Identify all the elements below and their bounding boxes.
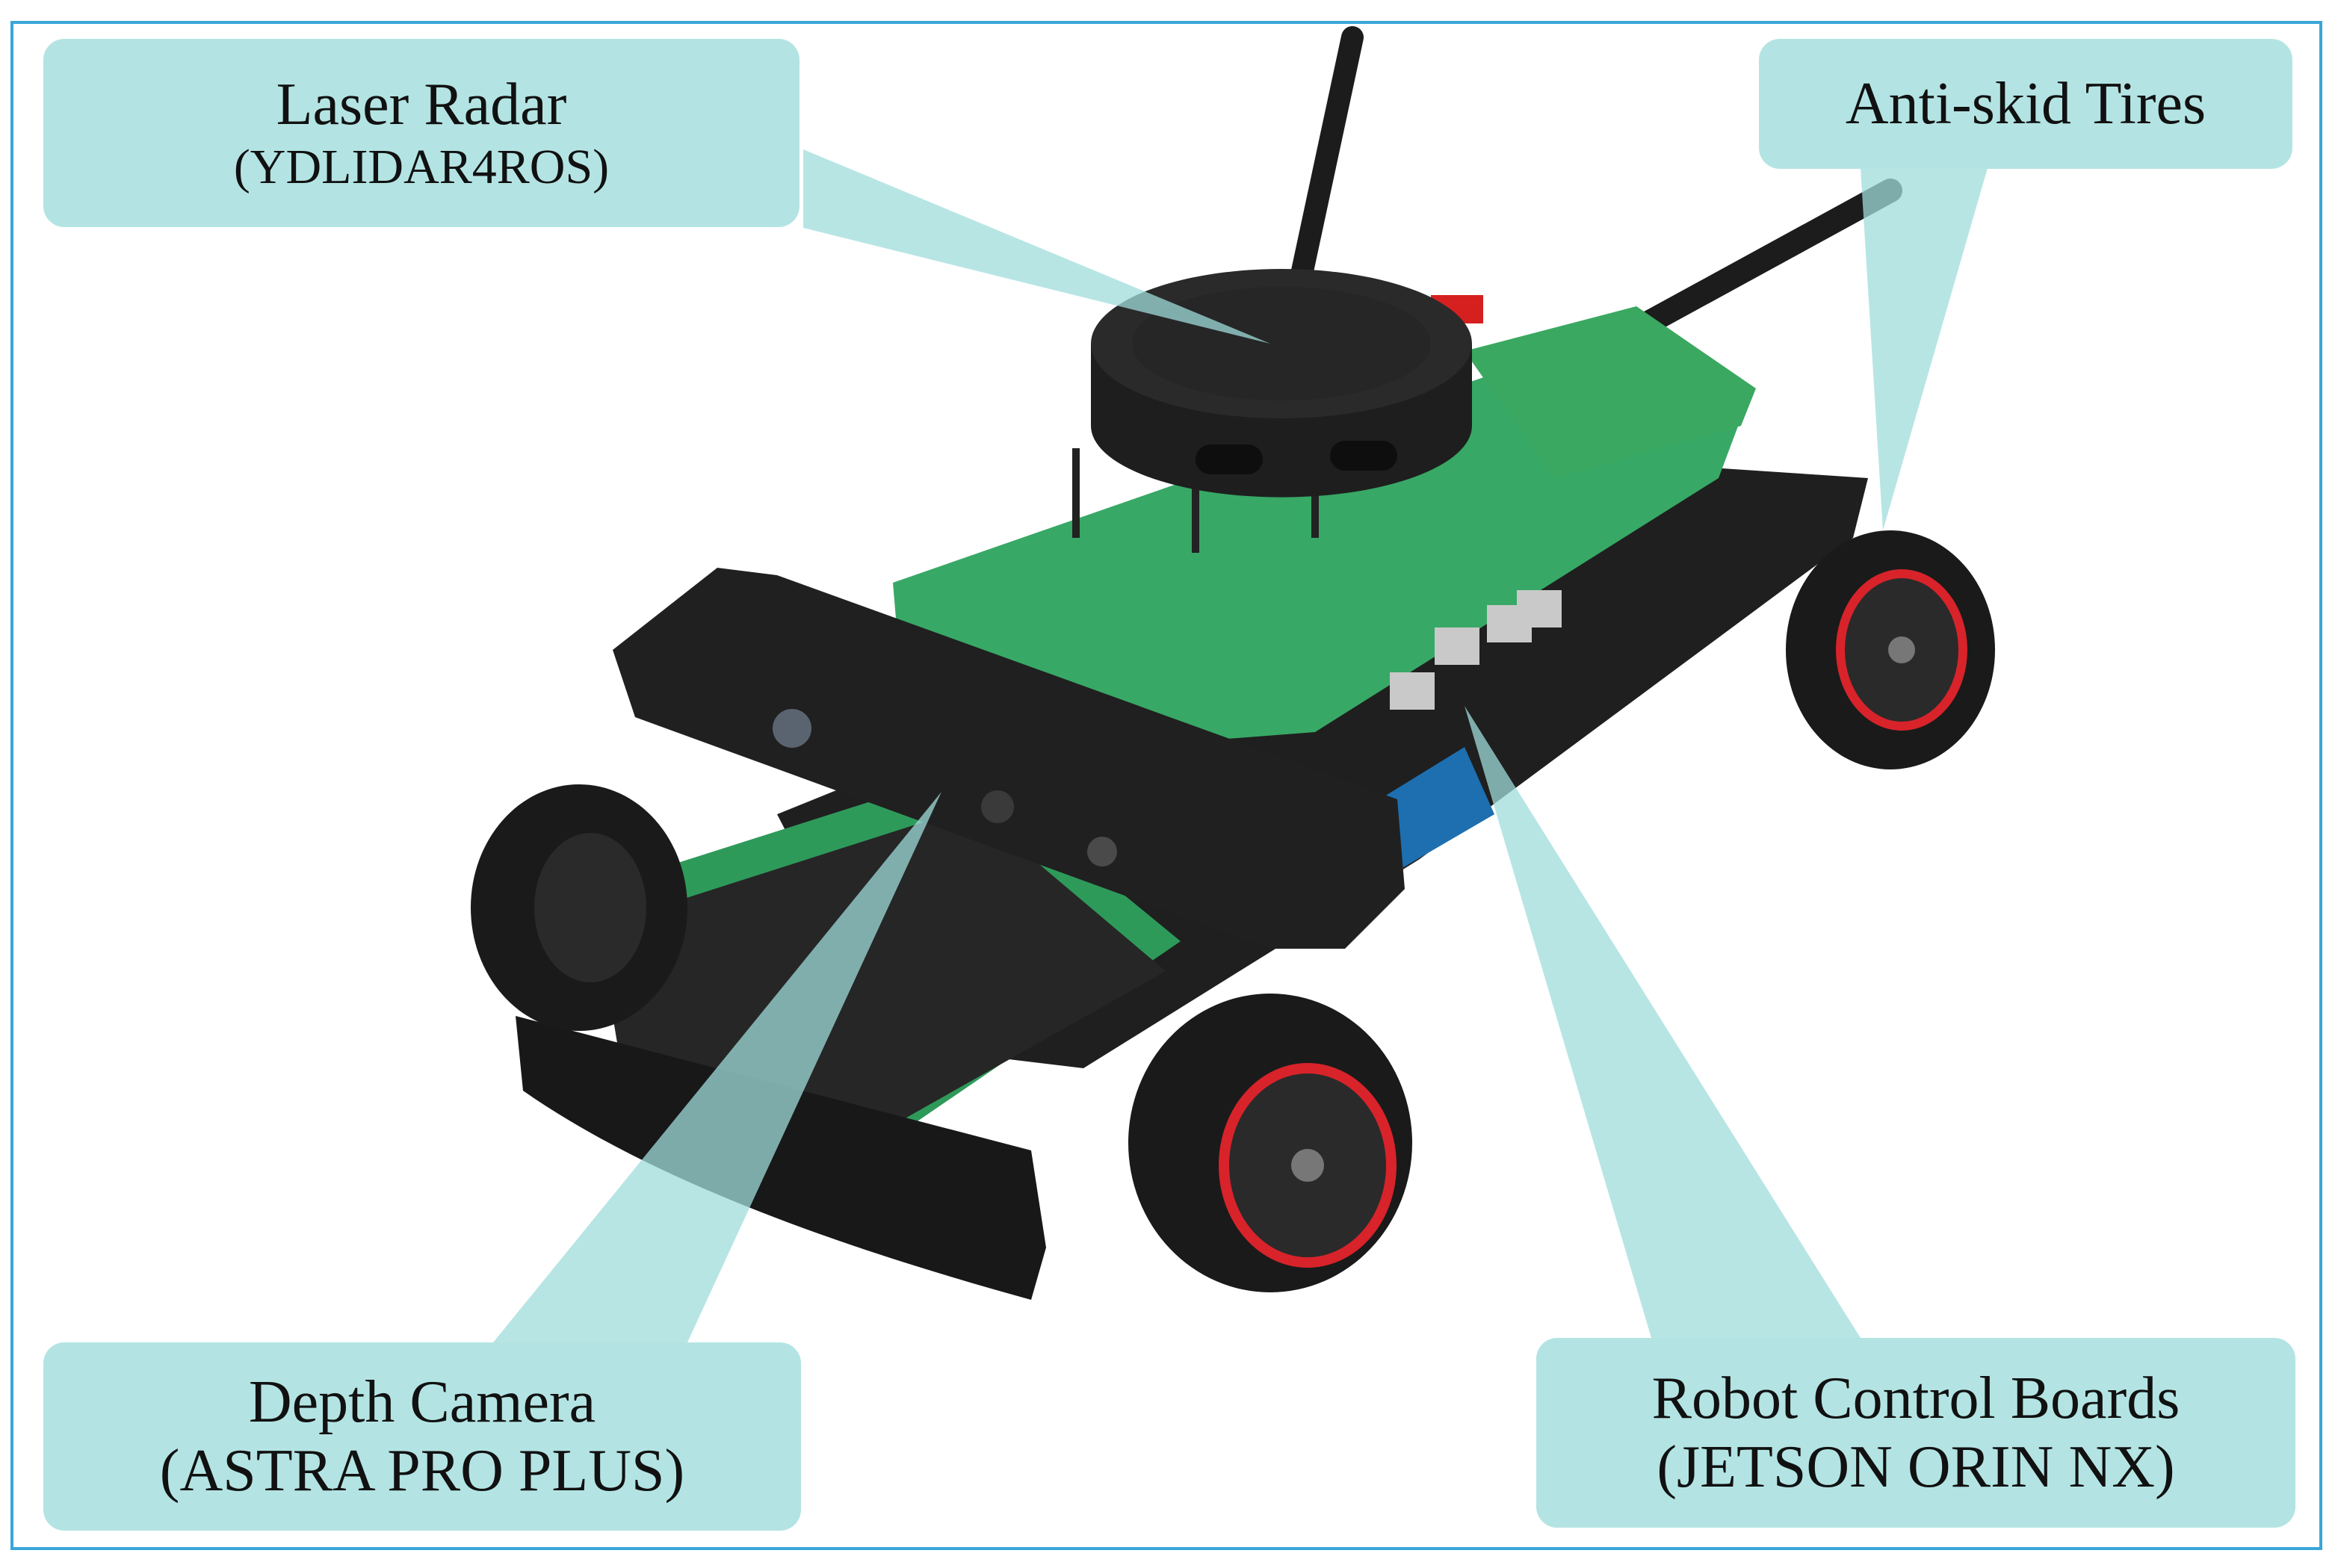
callout-pointers bbox=[493, 149, 1988, 1342]
laser-radar bbox=[1091, 269, 1473, 498]
control-boards-model: (JETSON ORIN NX) bbox=[1657, 1434, 2175, 1500]
figure-frame bbox=[10, 21, 2322, 1550]
main-green-board bbox=[893, 374, 1741, 747]
front-bumper bbox=[516, 1016, 1046, 1300]
pointer-camera bbox=[493, 792, 941, 1342]
depth-camera-model: (ASTRA PRO PLUS) bbox=[159, 1438, 685, 1504]
laser-radar-model: (YDLIDAR4ROS) bbox=[233, 140, 610, 195]
control-board bbox=[1465, 306, 1756, 478]
usb-ports bbox=[1390, 590, 1562, 710]
depth-camera bbox=[613, 568, 1405, 949]
pointer-lidar bbox=[803, 149, 1270, 344]
callout-anti-skid-tires: Anti-skid Tires bbox=[1759, 39, 2292, 169]
wheel-rear-right bbox=[1786, 530, 1995, 769]
wheel-front-right bbox=[1128, 994, 1412, 1292]
anti-skid-tires-title: Anti-skid Tires bbox=[1845, 71, 2206, 137]
callout-robot-control-boards: Robot Control Boards (JETSON ORIN NX) bbox=[1536, 1338, 2295, 1528]
pointer-tires bbox=[1861, 168, 1988, 530]
pointer-board bbox=[1465, 706, 1861, 1338]
wheel-front-left bbox=[471, 784, 687, 1031]
depth-camera-title: Depth Camera bbox=[248, 1369, 596, 1435]
callout-depth-camera: Depth Camera (ASTRA PRO PLUS) bbox=[43, 1342, 801, 1531]
laser-radar-title: Laser Radar bbox=[276, 72, 567, 138]
callout-laser-radar: Laser Radar (YDLIDAR4ROS) bbox=[43, 39, 800, 227]
control-boards-title: Robot Control Boards bbox=[1651, 1366, 2180, 1431]
